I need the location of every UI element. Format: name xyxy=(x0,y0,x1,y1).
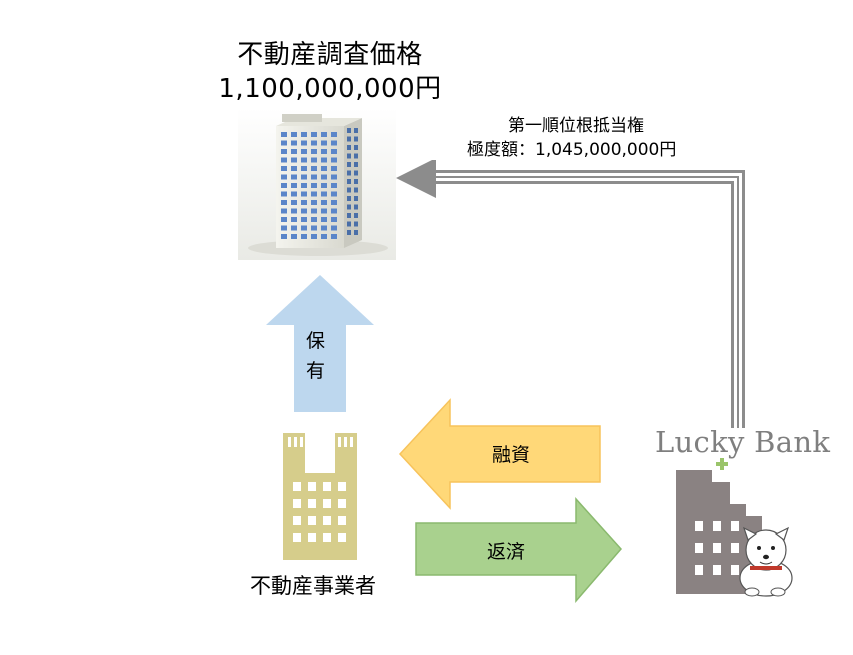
mortgage-title: 第一順位根抵当権 xyxy=(508,116,644,136)
company-label: 不動産事業者 xyxy=(250,574,376,598)
lien-arrow xyxy=(396,160,745,428)
dog-mascot-icon xyxy=(739,526,793,597)
company-building-icon xyxy=(283,433,357,560)
hold-label-char1: 保 xyxy=(306,330,326,352)
repayment-arrow xyxy=(415,497,623,603)
bank-logo-text: Lucky Bank xyxy=(655,425,831,459)
appraisal-title: 不動産調査価格 xyxy=(237,40,423,70)
repayment-label: 返済 xyxy=(487,541,526,563)
property-building-image xyxy=(238,108,396,260)
hold-label-char2: 有 xyxy=(306,360,326,382)
mortgage-limit: 極度額：1,045,000,000円 xyxy=(467,140,677,160)
bank-logo-plus-icon xyxy=(716,458,728,470)
hold-arrow xyxy=(266,275,374,412)
financing-label: 融資 xyxy=(492,444,531,466)
financing-arrow xyxy=(398,398,601,510)
appraisal-value: 1,100,000,000円 xyxy=(218,74,442,104)
bank-building-icon xyxy=(676,470,793,597)
